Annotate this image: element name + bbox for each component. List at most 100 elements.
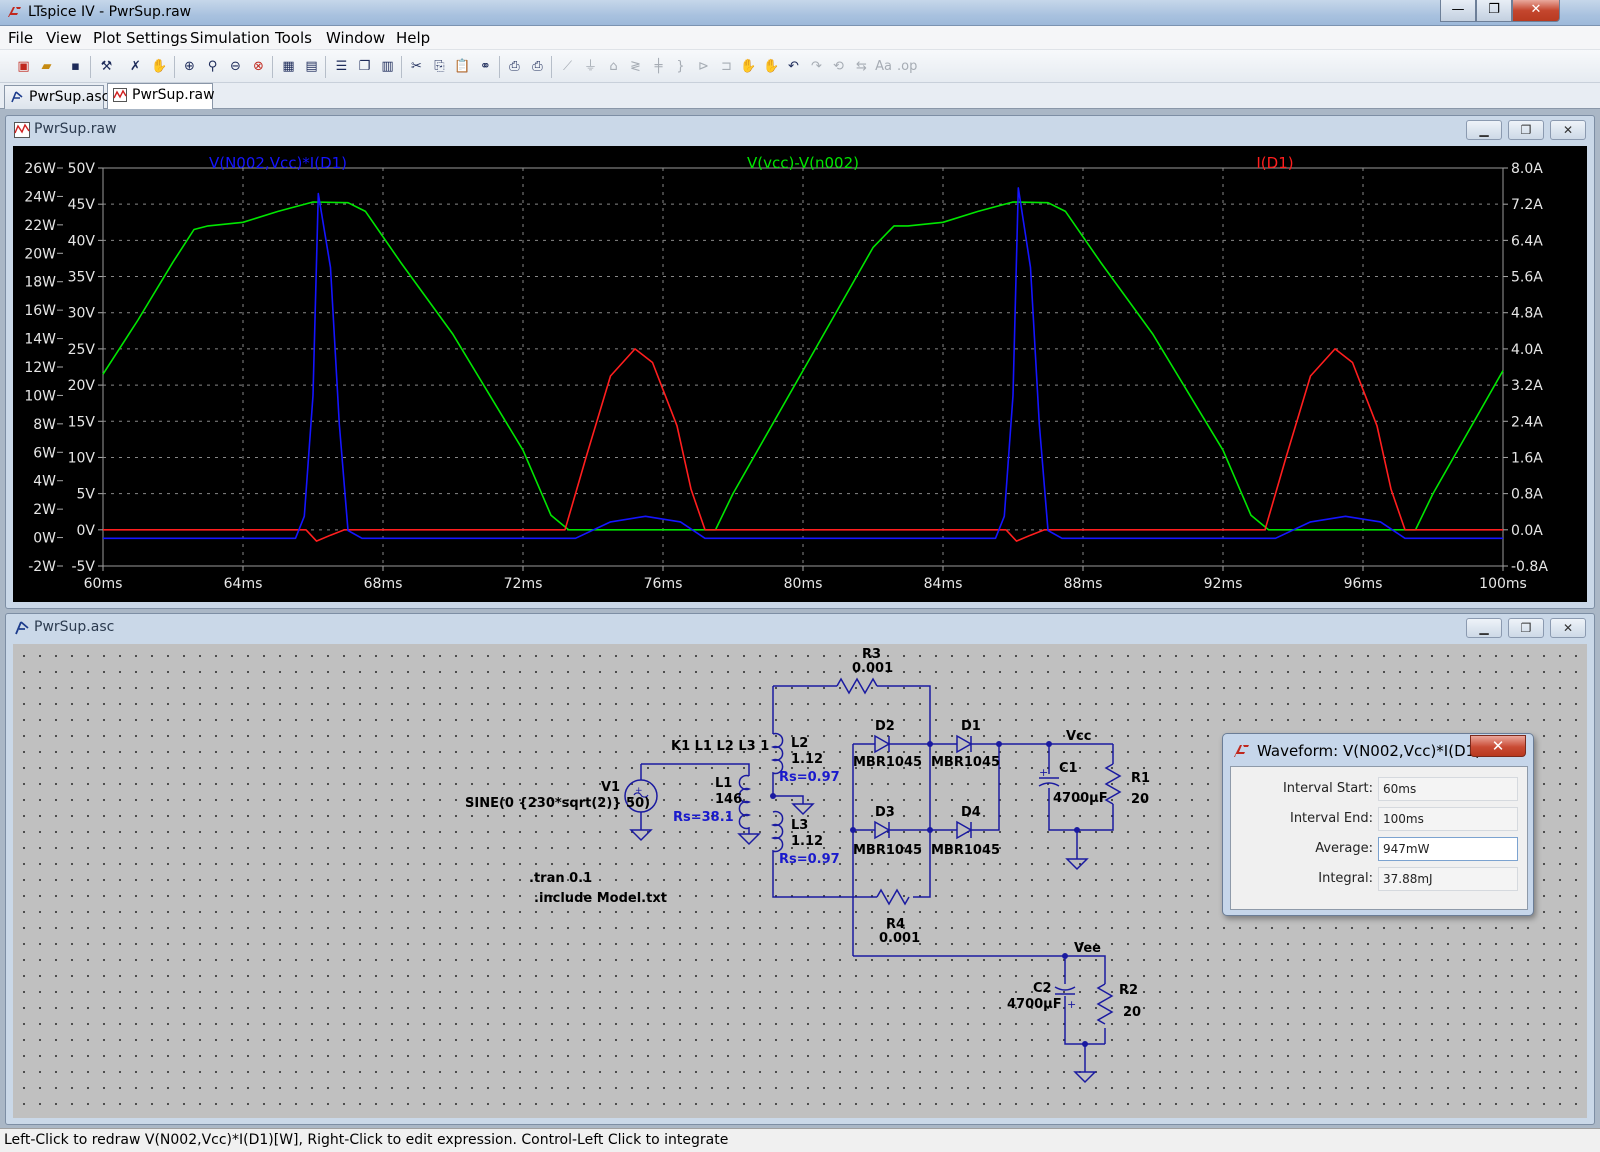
find-icon[interactable]: ⚭ bbox=[480, 59, 491, 74]
ground-icon[interactable]: ⏚ bbox=[583, 59, 597, 74]
text-icon[interactable]: Aa bbox=[875, 59, 892, 74]
diode-d2 bbox=[874, 734, 891, 754]
tile-vertical-icon[interactable]: ▥ bbox=[381, 59, 394, 74]
label-c2: C2 bbox=[1033, 981, 1052, 996]
interval-start-field[interactable]: 60ms bbox=[1378, 777, 1518, 801]
resistor-r2 bbox=[1096, 983, 1114, 1025]
maximize-button[interactable]: ❐ bbox=[1508, 120, 1544, 140]
zoom-area-icon[interactable]: ⚲ bbox=[207, 59, 218, 74]
voltage-tick-label: 30V bbox=[68, 306, 96, 322]
trace-label-power[interactable]: V(N002,Vcc)*I(D1) bbox=[209, 154, 347, 172]
voltage-tick-label: 40V bbox=[68, 233, 96, 249]
autorange-icon[interactable]: ▦ bbox=[282, 59, 295, 74]
inductor-l3 bbox=[770, 810, 784, 854]
diode-icon[interactable]: ⊳ bbox=[698, 59, 709, 74]
mirror-icon[interactable]: ⇆ bbox=[856, 59, 867, 74]
redo-icon[interactable]: ↷ bbox=[811, 59, 822, 74]
schematic-icon bbox=[15, 621, 29, 635]
interval-end-field[interactable]: 100ms bbox=[1378, 807, 1518, 831]
tab-pwrsup-raw[interactable]: PwrSup.raw bbox=[107, 83, 215, 109]
power-tick-label: 14W bbox=[24, 332, 56, 348]
integral-field[interactable]: 37.88mJ bbox=[1378, 867, 1518, 891]
minimize-button[interactable]: — bbox=[1440, 0, 1476, 22]
integral-label: Integral: bbox=[1318, 871, 1373, 886]
new-schematic-icon[interactable]: ▣ bbox=[17, 59, 30, 74]
voltage-tick-label: 5V bbox=[77, 487, 96, 503]
zoom-fit-icon[interactable]: ⊗ bbox=[253, 59, 264, 74]
drag-icon[interactable]: ✋ bbox=[763, 59, 780, 74]
svg-text:+: + bbox=[1067, 998, 1076, 1011]
open-folder-icon[interactable]: ▰ bbox=[41, 59, 52, 74]
copy-icon[interactable]: ⎘ bbox=[434, 59, 445, 74]
pan-hand-icon[interactable]: ✋ bbox=[151, 59, 168, 74]
trace-label-current[interactable]: I(D1) bbox=[1256, 154, 1293, 172]
dialog-title: Waveform: V(N002,Vcc)*I(D1) bbox=[1257, 742, 1482, 760]
resistor-r1 bbox=[1104, 763, 1122, 805]
maximize-button[interactable]: ❐ bbox=[1476, 0, 1512, 22]
current-tick-label: -0.8A bbox=[1511, 559, 1548, 575]
spice-directive-icon[interactable]: .op bbox=[897, 59, 918, 74]
rotate-icon[interactable]: ⟲ bbox=[833, 59, 844, 74]
zoom-out-icon[interactable]: ⊖ bbox=[230, 59, 241, 74]
voltage-tick-label: 25V bbox=[68, 342, 96, 358]
menu-tools[interactable]: Tools bbox=[275, 29, 312, 47]
minimize-button[interactable]: ▁ bbox=[1466, 120, 1502, 140]
menu-help[interactable]: Help bbox=[396, 29, 431, 47]
trace-w[interactable] bbox=[103, 187, 1503, 540]
run-icon[interactable]: ✗ bbox=[130, 59, 141, 74]
power-tick-label: 2W bbox=[33, 502, 56, 518]
print-preview-icon[interactable]: ⎙ bbox=[509, 59, 520, 74]
trace-v[interactable] bbox=[102, 201, 1504, 531]
trace-label-voltage[interactable]: V(vcc)-V(n002) bbox=[747, 154, 859, 172]
model-d1: MBR1045 bbox=[931, 755, 1000, 770]
diode-d3 bbox=[874, 820, 891, 840]
current-tick-label: 7.2A bbox=[1511, 197, 1543, 213]
menu-view[interactable]: View bbox=[46, 29, 82, 47]
dialog-close-button[interactable]: ✕ bbox=[1470, 735, 1526, 757]
label-l1: L1 bbox=[715, 776, 732, 791]
close-button[interactable]: ✕ bbox=[1550, 120, 1586, 140]
maximize-button[interactable]: ❐ bbox=[1508, 618, 1544, 638]
tile-horizontal-icon[interactable]: ☰ bbox=[335, 59, 348, 74]
print-icon[interactable]: ⎙ bbox=[532, 59, 543, 74]
voltage-tick-label: 15V bbox=[68, 414, 96, 430]
cascade-icon[interactable]: ❐ bbox=[358, 59, 371, 74]
label-net-icon[interactable]: ⌂ bbox=[609, 59, 618, 74]
component-icon[interactable]: ⊐ bbox=[721, 59, 732, 74]
undo-icon[interactable]: ↶ bbox=[788, 59, 799, 74]
power-tick-label: 6W bbox=[33, 445, 56, 461]
waveform-icon bbox=[14, 122, 30, 138]
cursor-icon[interactable]: ▤ bbox=[305, 59, 318, 74]
x-tick-label: 100ms bbox=[1479, 576, 1527, 592]
menu-file[interactable]: File bbox=[8, 29, 34, 47]
menu-simulation[interactable]: Simulation bbox=[190, 29, 270, 47]
menu-window[interactable]: Window bbox=[326, 29, 386, 47]
resistor-icon[interactable]: ≷ bbox=[630, 59, 641, 74]
paste-icon[interactable]: 📋 bbox=[454, 59, 471, 74]
menu-plot-settings[interactable]: Plot Settings bbox=[93, 29, 188, 47]
average-field[interactable]: 947mW bbox=[1378, 837, 1518, 861]
inductor-icon[interactable]: } bbox=[676, 59, 685, 74]
x-tick-label: 72ms bbox=[504, 576, 543, 592]
schematic-drawing[interactable]: + + + R3 0.001 R4 0.001 K1 L1 L2 L3 1 V1… bbox=[13, 644, 1587, 1118]
label-d2: D2 bbox=[875, 719, 895, 734]
spice-directive-tran[interactable]: .tran 0.1 bbox=[529, 871, 592, 886]
average-label: Average: bbox=[1315, 841, 1373, 856]
close-button[interactable]: ✕ bbox=[1550, 618, 1586, 638]
tab-label: PwrSup.raw bbox=[132, 87, 215, 103]
move-icon[interactable]: ✋ bbox=[740, 59, 757, 74]
value-r3: 0.001 bbox=[852, 661, 893, 676]
save-icon[interactable]: ▪ bbox=[71, 59, 80, 74]
capacitor-icon[interactable]: ╪ bbox=[654, 59, 663, 74]
close-button[interactable]: ✕ bbox=[1512, 0, 1560, 22]
zoom-in-icon[interactable]: ⊕ bbox=[184, 59, 195, 74]
voltage-tick-label: 10V bbox=[68, 450, 96, 466]
minimize-button[interactable]: ▁ bbox=[1466, 618, 1502, 638]
tab-pwrsup-asc[interactable]: PwrSup.asc bbox=[4, 85, 109, 109]
spice-directive-include[interactable]: .include Model.txt bbox=[534, 891, 667, 906]
cut-icon[interactable]: ✂ bbox=[411, 59, 422, 74]
wire-icon[interactable]: ⟋ bbox=[562, 59, 573, 74]
control-panel-icon[interactable]: ⚒ bbox=[100, 59, 113, 74]
